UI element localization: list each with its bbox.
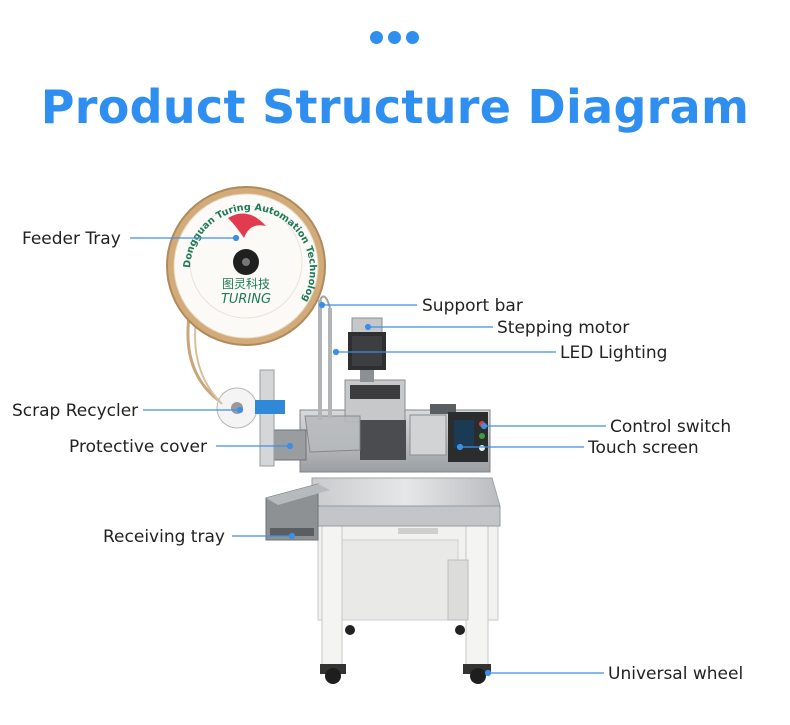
receiving-tray [265, 483, 330, 541]
label-support-bar: Support bar [422, 296, 523, 316]
reel-brand-en: TURING [221, 292, 271, 307]
scrap-recycler [186, 309, 285, 467]
decorative-dots [370, 31, 422, 45]
label-scrap-recycler: Scrap Recycler [12, 401, 139, 421]
leader-lines [130, 234, 606, 677]
universal-wheel [320, 625, 491, 684]
label-led-lighting: LED Lighting [560, 343, 668, 363]
dot-3 [406, 31, 419, 44]
label-stepping-motor: Stepping motor [497, 318, 630, 338]
reel-brand-cn: 图灵科技 [222, 277, 270, 291]
protective-cover [269, 415, 361, 461]
machine-cabinet [317, 519, 499, 666]
page-title: Product Structure Diagram [40, 80, 750, 134]
support-bar [318, 295, 332, 420]
label-receiving-tray: Receiving tray [103, 527, 225, 547]
label-control-switch: Control switch [610, 417, 732, 437]
control-box [448, 412, 488, 462]
worktable [311, 477, 501, 527]
label-feeder-tray: Feeder Tray [22, 229, 121, 249]
label-touch-screen: Touch screen [588, 438, 699, 458]
dot-1 [370, 31, 383, 44]
dot-2 [388, 31, 401, 44]
label-protective-cover: Protective cover [69, 437, 208, 457]
feeder-reel: 图灵科技 TURING Dongguan Turing Automation T… [0, 0, 326, 346]
label-universal-wheel: Universal wheel [608, 664, 744, 684]
